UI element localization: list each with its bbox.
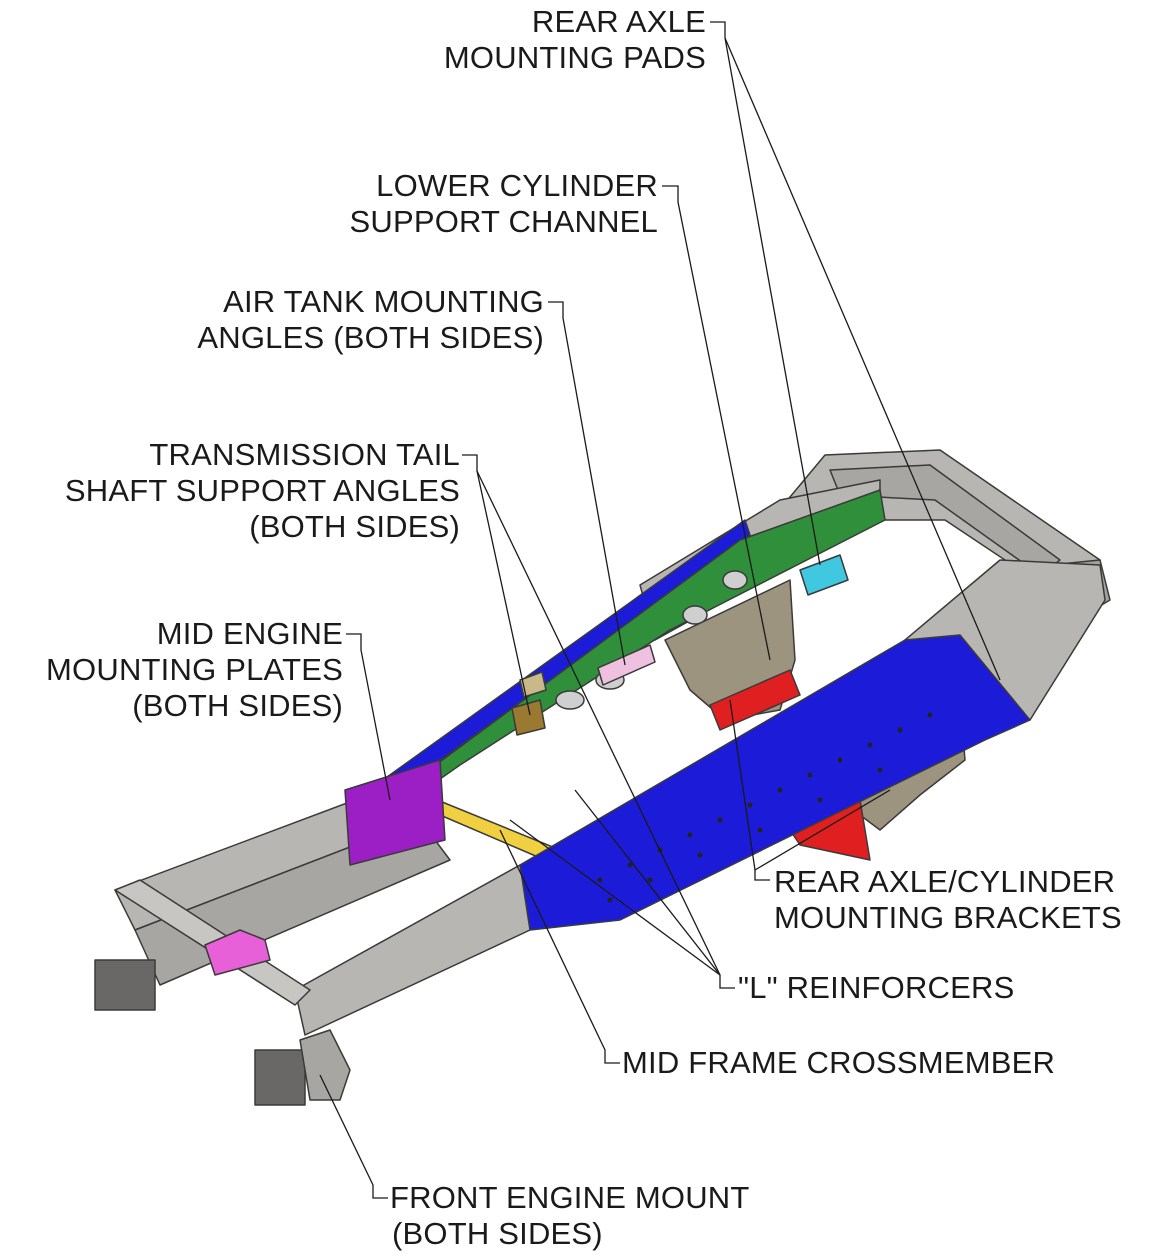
air-tank-mounting-angle (597, 644, 656, 686)
trans-tail-support-angle (511, 699, 546, 736)
leader-mid-engine (346, 633, 391, 801)
callout-lower-cyl-channel: LOWER CYLINDER SUPPORT CHANNEL (300, 168, 658, 240)
trans-tail-support-angle-top (519, 671, 547, 698)
callout-mid-engine-plates: MID ENGINE MOUNTING PLATES (BOTH SIDES) (5, 616, 343, 724)
callout-line: (BOTH SIDES) (392, 1216, 603, 1251)
callout-line: SHAFT SUPPORT ANGLES (64, 473, 460, 508)
leader-rear-axle-pads-2 (724, 37, 1001, 681)
front-pink-bracket (204, 929, 271, 976)
callout-line: REAR AXLE/CYLINDER (774, 864, 1116, 899)
leader-rear-axle-cyl (729, 699, 770, 881)
callout-line: ANGLES (BOTH SIDES) (197, 320, 544, 355)
leader-l-reinforcers-2 (509, 819, 721, 976)
callout-front-engine-mount: FRONT ENGINE MOUNT (BOTH SIDES) (390, 1180, 810, 1252)
callout-line: MOUNTING PLATES (46, 652, 343, 687)
leader-mid-frame (499, 829, 620, 1064)
callout-line: MID FRAME CROSSMEMBER (622, 1045, 1056, 1080)
callout-air-tank-angles: AIR TANK MOUNTING ANGLES (BOTH SIDES) (150, 284, 544, 356)
callout-line: TRANSMISSION TAIL (149, 437, 460, 472)
callout-line: SUPPORT CHANNEL (349, 204, 658, 239)
channel-hole (555, 690, 585, 710)
leader-front-engine (319, 1074, 388, 1199)
leader-l-reinforcers (574, 789, 735, 989)
callout-l-reinforcers: "L" REINFORCERS (738, 970, 1068, 1006)
callout-mid-frame-crossmember: MID FRAME CROSSMEMBER (622, 1045, 1122, 1081)
callout-line: MID ENGINE (156, 616, 343, 651)
front-engine-mount-right (254, 1049, 306, 1106)
callout-line: "L" REINFORCERS (738, 970, 1015, 1005)
mid-engine-mounting-plate (344, 759, 446, 866)
callout-rear-axle-cyl-brackets: REAR AXLE/CYLINDER MOUNTING BRACKETS (774, 864, 1169, 936)
callout-line: AIR TANK MOUNTING (223, 284, 544, 319)
rear-axle-pad-left (799, 554, 849, 596)
chassis-frame (94, 449, 1111, 1106)
right-rail-rear-gray (904, 559, 1106, 721)
leader-rear-axle-cyl-2 (754, 789, 891, 871)
callout-line: FRONT ENGINE MOUNT (390, 1180, 750, 1215)
callout-line: REAR AXLE (531, 4, 706, 39)
leader-trans-tail (462, 454, 531, 716)
leader-lower-cyl-channel (662, 185, 771, 661)
channel-hole (722, 570, 748, 590)
leader-rear-axle-pads (710, 21, 821, 566)
callout-line: LOWER CYLINDER (376, 168, 658, 203)
callout-line: (BOTH SIDES) (132, 688, 343, 723)
channel-hole (682, 605, 708, 625)
rail-holes (597, 712, 933, 903)
front-engine-mount-bracket (299, 1029, 351, 1101)
callout-line: (BOTH SIDES) (249, 509, 460, 544)
callout-trans-tail-angles: TRANSMISSION TAIL SHAFT SUPPORT ANGLES (… (10, 437, 460, 545)
front-engine-mount-left (94, 959, 156, 1011)
leader-trans-tail-2 (476, 470, 721, 976)
leader-air-tank-angles (548, 301, 626, 666)
leader-lines (319, 21, 1001, 1199)
callout-line: MOUNTING PADS (443, 40, 706, 75)
callout-rear-axle-pads: REAR AXLE MOUNTING PADS (410, 4, 706, 76)
callout-line: MOUNTING BRACKETS (774, 900, 1122, 935)
